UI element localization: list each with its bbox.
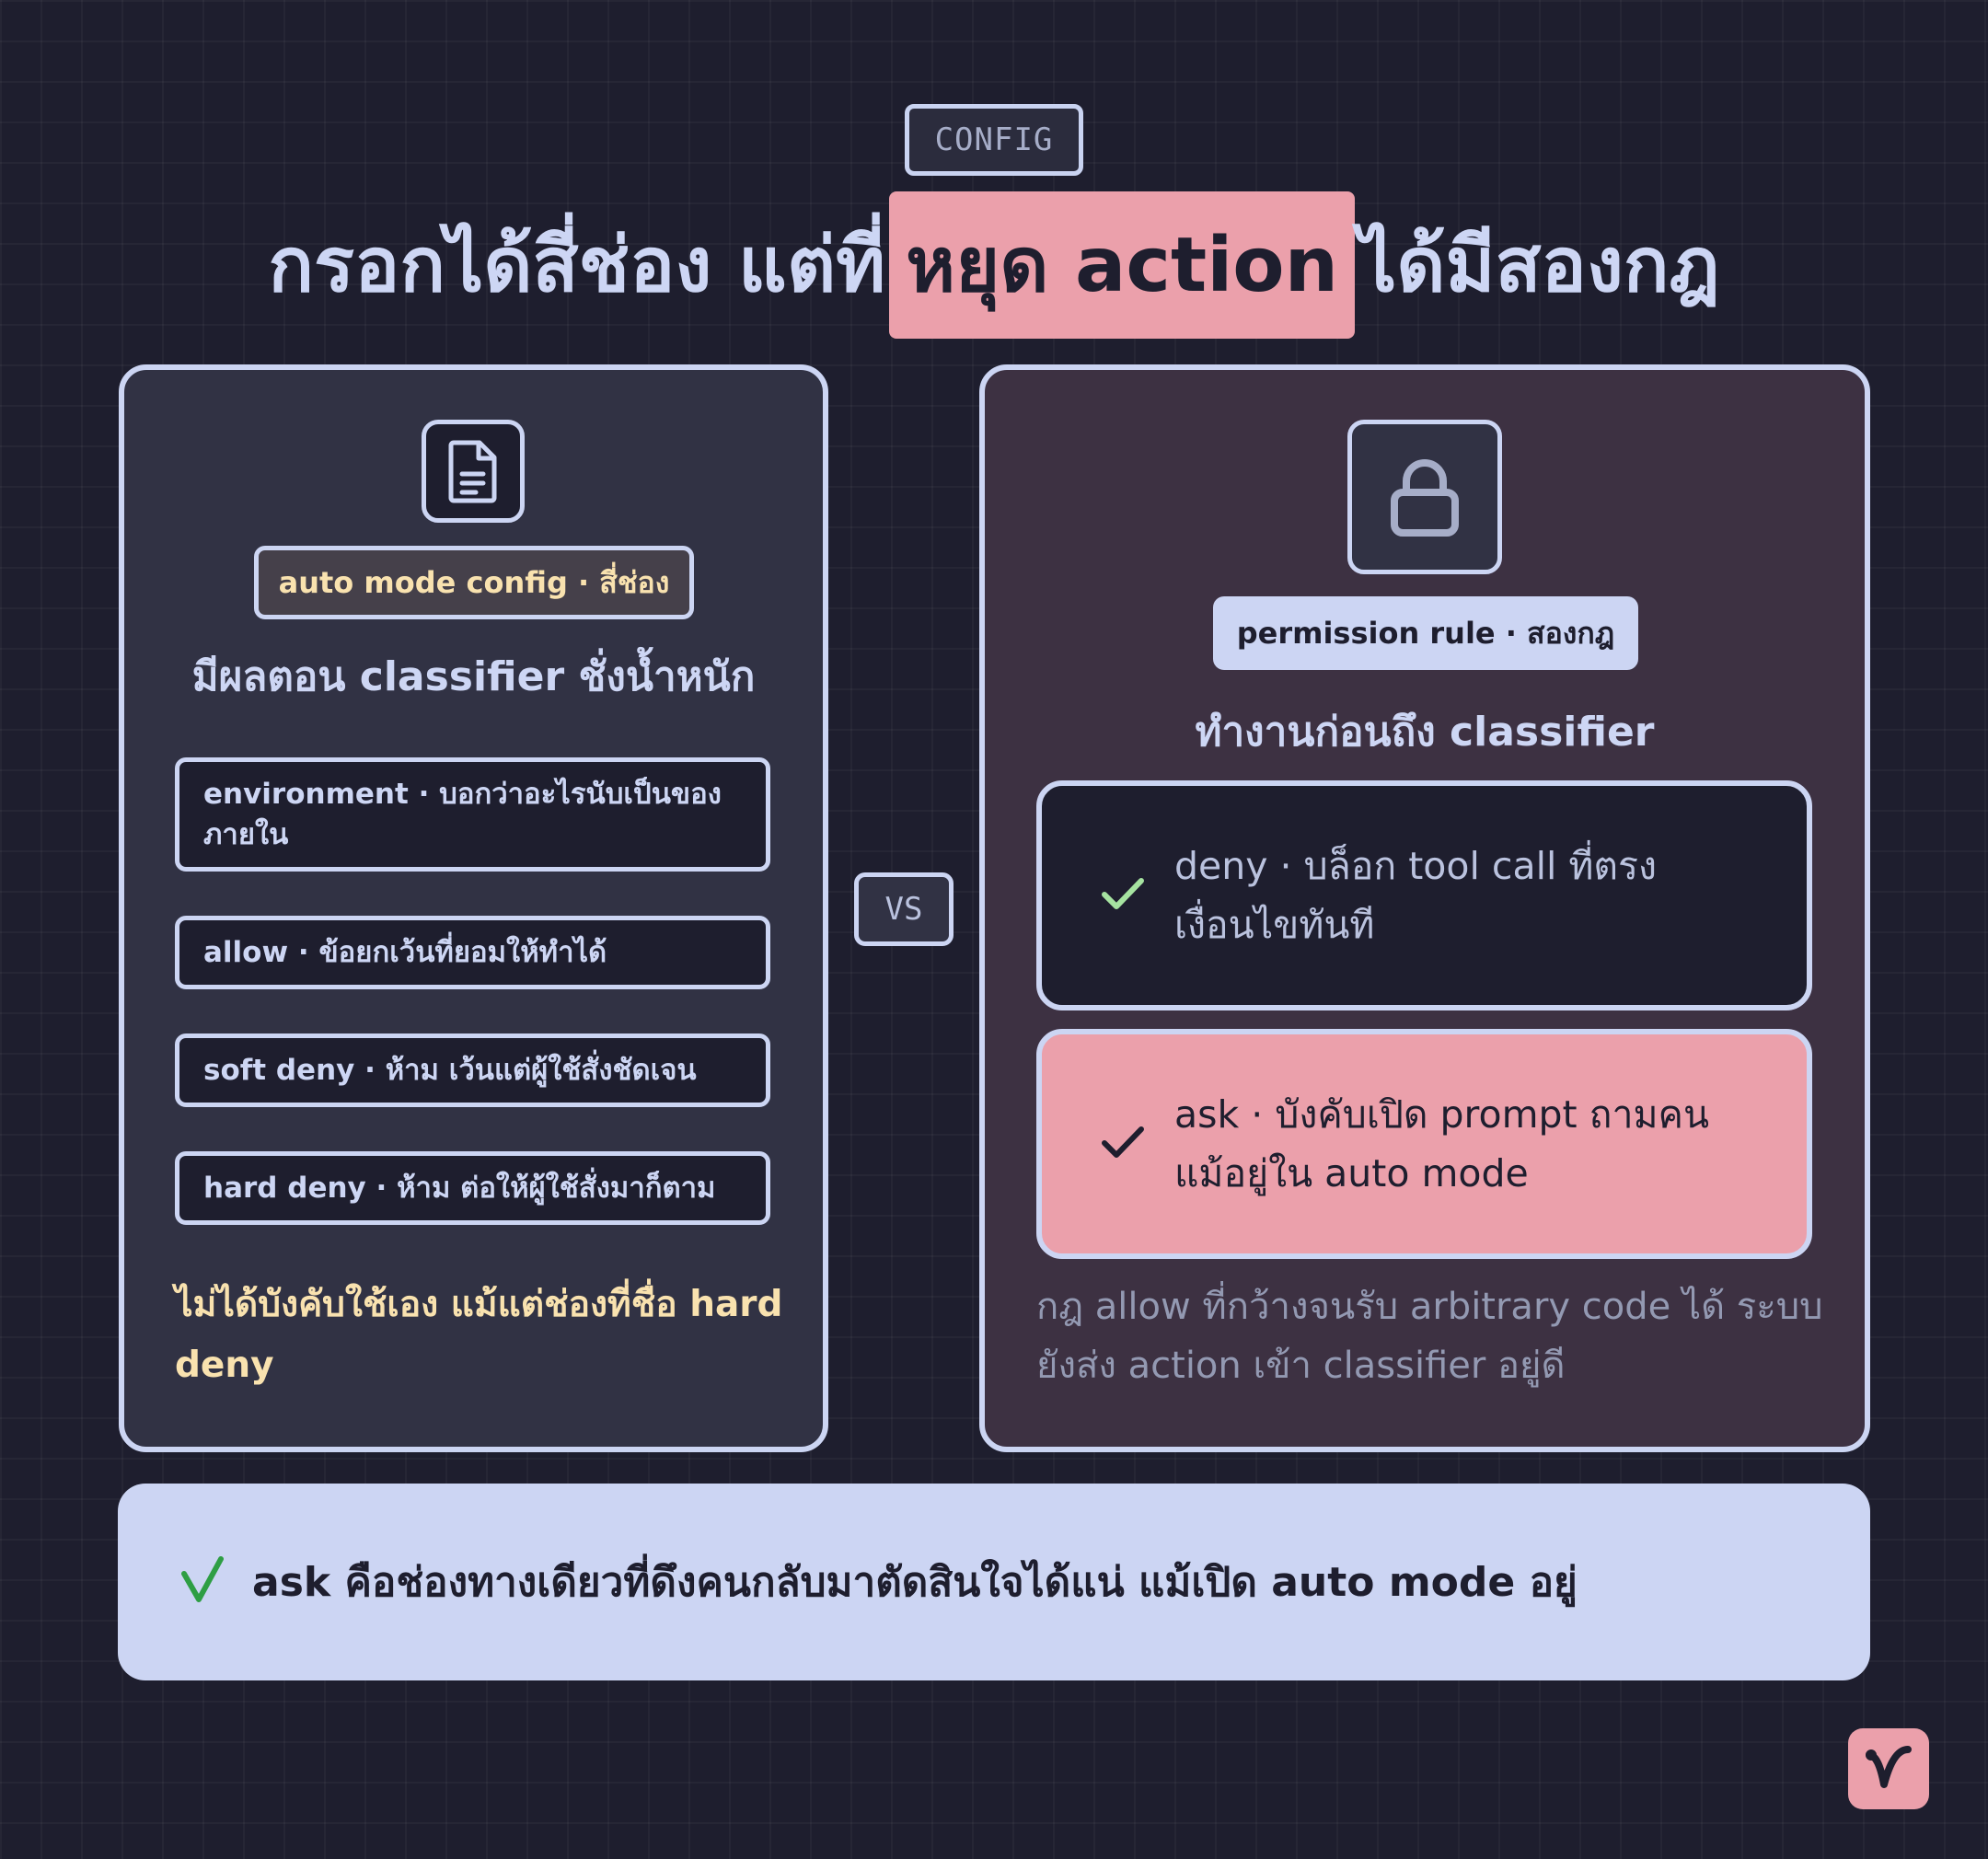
check-icon xyxy=(1101,875,1145,916)
right-note: กฎ allow ที่กว้างจนรับ arbitrary code ได… xyxy=(1036,1286,1823,1387)
ask-card: ask · บังคับเปิด prompt ถามคน แม้อยู่ใน … xyxy=(1036,1029,1812,1259)
lock-icon xyxy=(1347,420,1502,574)
page-title: กรอกได้สี่ช่อง แต่ที่ หยุด action ได้มีส… xyxy=(0,190,1988,341)
left-note: ไม่ได้บังคับใช้เอง แม้แต่ช่องที่ชื่อ har… xyxy=(175,1284,783,1386)
headline-before: กรอกได้สี่ช่อง แต่ที่ xyxy=(268,222,886,309)
deny-text: deny · บล็อก tool call ที่ตรงเงื่อนไขทัน… xyxy=(1174,844,1658,947)
rule-soft-deny: soft deny · ห้าม เว้นแต่ผู้ใช้สั่งชัดเจน xyxy=(175,1033,770,1107)
document-icon xyxy=(422,420,525,523)
bottom-summary-bar: ask คือช่องทางเดียวที่ดึงคนกลับมาตัดสินใ… xyxy=(118,1484,1870,1680)
check-icon xyxy=(1101,1124,1145,1164)
left-subtitle: มีผลตอน classifier ชั่งน้ำหนัก xyxy=(191,653,756,700)
headline-after: ได้มีสองกฎ xyxy=(1358,222,1720,309)
rule-hard-deny-label: hard deny · ห้าม ต่อให้ผู้ใช้สั่งมาก็ตาม xyxy=(203,1172,716,1205)
permission-rule-pill: permission rule · สองกฎ xyxy=(1213,596,1638,670)
right-subtitle: ทำงานก่อนถึง classifier xyxy=(1195,709,1655,756)
rule-allow-label: allow · ข้อยกเว้นที่ยอมให้ทำได้ xyxy=(203,936,607,969)
rule-soft-deny-label: soft deny · ห้าม เว้นแต่ผู้ใช้สั่งชัดเจน xyxy=(203,1054,697,1087)
rule-environment: environment · บอกว่าอะไรนับเป็นของภายใน xyxy=(175,757,770,872)
auto-mode-config-pill: auto mode config · สี่ช่อง xyxy=(254,546,694,619)
vs-badge: VS xyxy=(854,872,954,946)
deny-card: deny · บล็อก tool call ที่ตรงเงื่อนไขทัน… xyxy=(1036,780,1812,1010)
rule-environment-label: environment · บอกว่าอะไรนับเป็นของภายใน xyxy=(203,778,722,851)
rule-hard-deny: hard deny · ห้าม ต่อให้ผู้ใช้สั่งมาก็ตาม xyxy=(175,1151,770,1225)
check-icon xyxy=(180,1555,225,1609)
config-tag: CONFIG xyxy=(905,104,1083,176)
bottom-summary-text: ask คือช่องทางเดียวที่ดึงคนกลับมาตัดสินใ… xyxy=(252,1559,1578,1606)
ask-text: ask · บังคับเปิด prompt ถามคน แม้อยู่ใน … xyxy=(1174,1092,1709,1195)
headline-highlight: หยุด action xyxy=(889,191,1356,339)
rule-allow: allow · ข้อยกเว้นที่ยอมให้ทำได้ xyxy=(175,916,770,989)
logo-icon xyxy=(1848,1728,1929,1809)
